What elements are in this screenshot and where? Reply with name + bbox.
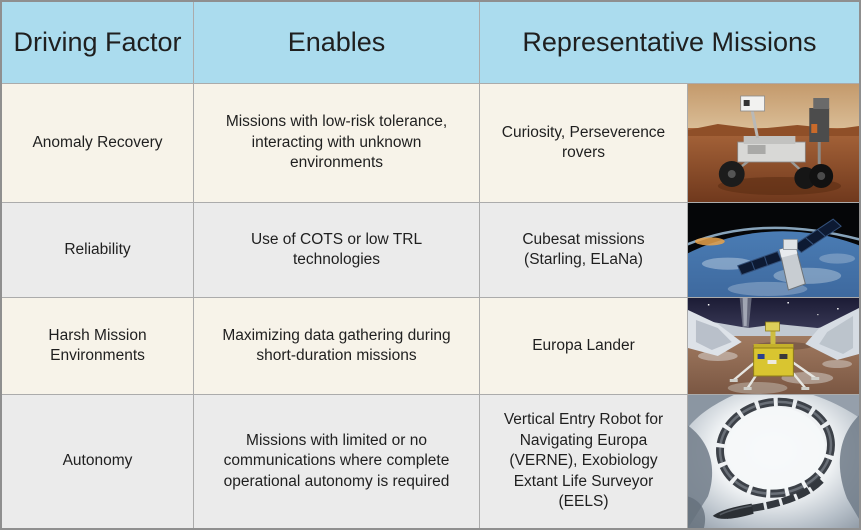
header-representative-missions: Representative Missions <box>480 2 859 83</box>
mission-image-cell <box>688 395 859 528</box>
header-driving-factor: Driving Factor <box>2 2 193 83</box>
cell-driving-factor: Autonomy <box>2 395 193 528</box>
cubesat-earth-image <box>688 203 859 297</box>
cell-enables: Maximizing data gathering during short-d… <box>194 298 479 394</box>
cell-driving-factor: Harsh Mission Environments <box>2 298 193 394</box>
mission-image-cell <box>688 203 859 297</box>
cell-missions: Vertical Entry Robot for Navigating Euro… <box>480 395 687 528</box>
cell-missions: Curiosity, Perseverence rovers <box>480 84 687 202</box>
eels-robot-image <box>688 395 859 528</box>
europa-lander-image <box>688 298 859 394</box>
cell-enables: Missions with limited or no communicatio… <box>194 395 479 528</box>
cell-missions: Europa Lander <box>480 298 687 394</box>
mission-image-cell <box>688 298 859 394</box>
mission-image-cell <box>688 84 859 202</box>
cell-enables: Use of COTS or low TRL technologies <box>194 203 479 297</box>
mars-rover-image <box>688 84 859 202</box>
cell-driving-factor: Anomaly Recovery <box>2 84 193 202</box>
cell-enables: Missions with low-risk tolerance, intera… <box>194 84 479 202</box>
header-enables: Enables <box>194 2 479 83</box>
cell-driving-factor: Reliability <box>2 203 193 297</box>
cell-missions: Cubesat missions (Starling, ELaNa) <box>480 203 687 297</box>
